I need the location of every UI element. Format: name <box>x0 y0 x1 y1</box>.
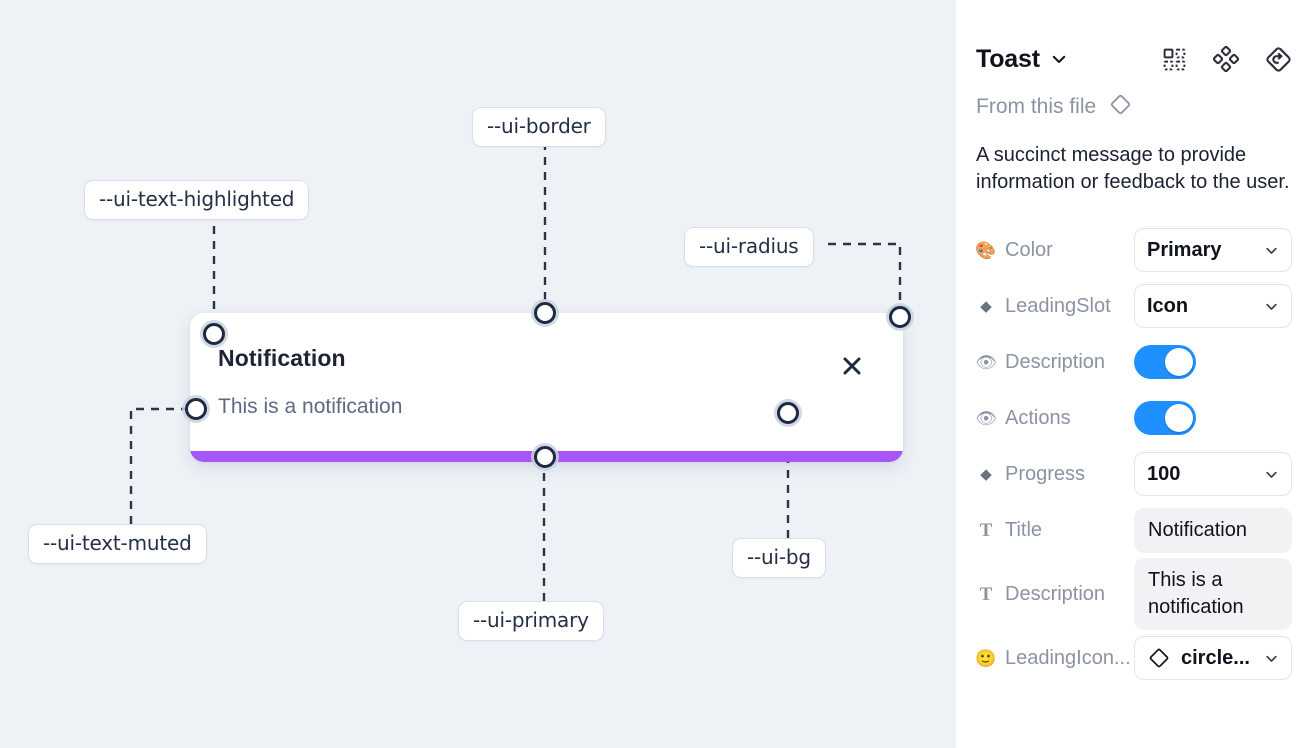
property-row-actions: 👁 Actions <box>975 390 1292 446</box>
toggle-knob <box>1165 348 1193 376</box>
property-rows: 🎨 Color Primary ◆ LeadingSlot <box>975 222 1292 686</box>
emoji-icon: 🙂 <box>975 648 997 668</box>
token-pill-ui-bg[interactable]: --ui-bg <box>732 538 826 578</box>
toast-title: Notification <box>218 345 346 371</box>
page-title: Toast <box>976 44 1040 73</box>
panel-header: Toast <box>976 28 1292 90</box>
wire-ui-radius <box>828 242 902 317</box>
property-row-leading-slot: ◆ LeadingSlot Icon <box>976 278 1292 334</box>
title-field[interactable]: Notification <box>1134 507 1292 553</box>
handle-node-ui-primary[interactable] <box>534 446 556 468</box>
properties-panel: Toast <box>956 0 1312 748</box>
from-this-file-label: From this file <box>976 95 1097 118</box>
property-label-description: 👁 Description <box>975 350 1106 373</box>
text-icon: T <box>979 583 993 605</box>
leading-slot-select[interactable]: Icon <box>1134 284 1292 328</box>
chevron-down-icon <box>1264 299 1279 314</box>
property-label-leading-icon: 🙂 LeadingIcon... <box>975 646 1131 669</box>
chevron-down-icon <box>1264 467 1279 482</box>
property-label-leading-slot: ◆ LeadingSlot <box>976 295 1134 318</box>
four-diamond-cluster-icon[interactable] <box>1213 46 1239 72</box>
header-icon-group <box>1162 46 1292 73</box>
diamond-icon <box>1147 646 1171 670</box>
reset-instance-icon[interactable] <box>1265 46 1292 73</box>
text-icon: T <box>979 519 993 541</box>
token-pill-ui-text-highlighted[interactable]: --ui-text-highlighted <box>84 180 310 220</box>
design-canvas[interactable]: Notification This is a notification --ui… <box>0 0 956 748</box>
token-pill-ui-primary[interactable]: --ui-primary <box>458 601 604 641</box>
token-pill-ui-text-muted[interactable]: --ui-text-muted <box>28 524 207 564</box>
component-description: A succinct message to provide informatio… <box>976 144 1290 193</box>
property-label-progress: ◆ Progress <box>976 463 1134 486</box>
toast-description: This is a notification <box>218 395 403 418</box>
progress-select[interactable]: 100 <box>1134 452 1292 496</box>
color-select[interactable]: Primary <box>1134 228 1292 272</box>
property-label-title: T Title <box>976 519 1134 542</box>
description-field[interactable]: This is a notification <box>1134 558 1292 630</box>
property-row-leading-icon: 🙂 LeadingIcon... circle... <box>975 630 1292 686</box>
description-toggle[interactable] <box>1134 345 1196 379</box>
close-icon[interactable] <box>839 353 865 379</box>
eye-icon: 👁 <box>975 408 997 428</box>
component-variants-icon[interactable] <box>1162 47 1187 72</box>
diamond-icon <box>1108 92 1133 122</box>
property-label-actions: 👁 Actions <box>975 406 1071 429</box>
handle-node-ui-text-muted[interactable] <box>185 398 207 420</box>
chevron-down-icon[interactable] <box>1050 50 1068 68</box>
diamond-icon: ◆ <box>980 465 992 483</box>
toggle-knob <box>1165 404 1193 432</box>
leading-icon-select[interactable]: circle... <box>1134 636 1292 680</box>
chevron-down-icon <box>1264 243 1279 258</box>
property-label-description-text: T Description <box>976 583 1134 606</box>
property-row-description: 👁 Description <box>975 334 1292 390</box>
chevron-down-icon <box>1264 651 1279 666</box>
property-label-color: 🎨 Color <box>975 238 1053 261</box>
handle-node-ui-border[interactable] <box>534 302 556 324</box>
property-row-description-text: T Description This is a notification <box>976 558 1292 630</box>
from-this-file-row: From this file <box>976 92 1292 122</box>
property-row-title: T Title Notification <box>976 502 1292 558</box>
token-pill-ui-radius[interactable]: --ui-radius <box>684 227 814 267</box>
property-row-progress: ◆ Progress 100 <box>976 446 1292 502</box>
property-row-color: 🎨 Color Primary <box>975 222 1292 278</box>
palette-icon: 🎨 <box>975 240 997 260</box>
actions-toggle[interactable] <box>1134 401 1196 435</box>
handle-node-ui-bg[interactable] <box>777 402 799 424</box>
diamond-icon: ◆ <box>980 297 992 315</box>
token-pill-ui-border[interactable]: --ui-border <box>472 107 606 147</box>
handle-node-ui-text-highlighted[interactable] <box>203 323 225 345</box>
toast-component-preview[interactable]: Notification This is a notification <box>190 313 903 462</box>
eye-icon: 👁 <box>975 352 997 372</box>
handle-node-ui-radius[interactable] <box>889 306 911 328</box>
wire-ui-text-muted <box>129 407 196 524</box>
